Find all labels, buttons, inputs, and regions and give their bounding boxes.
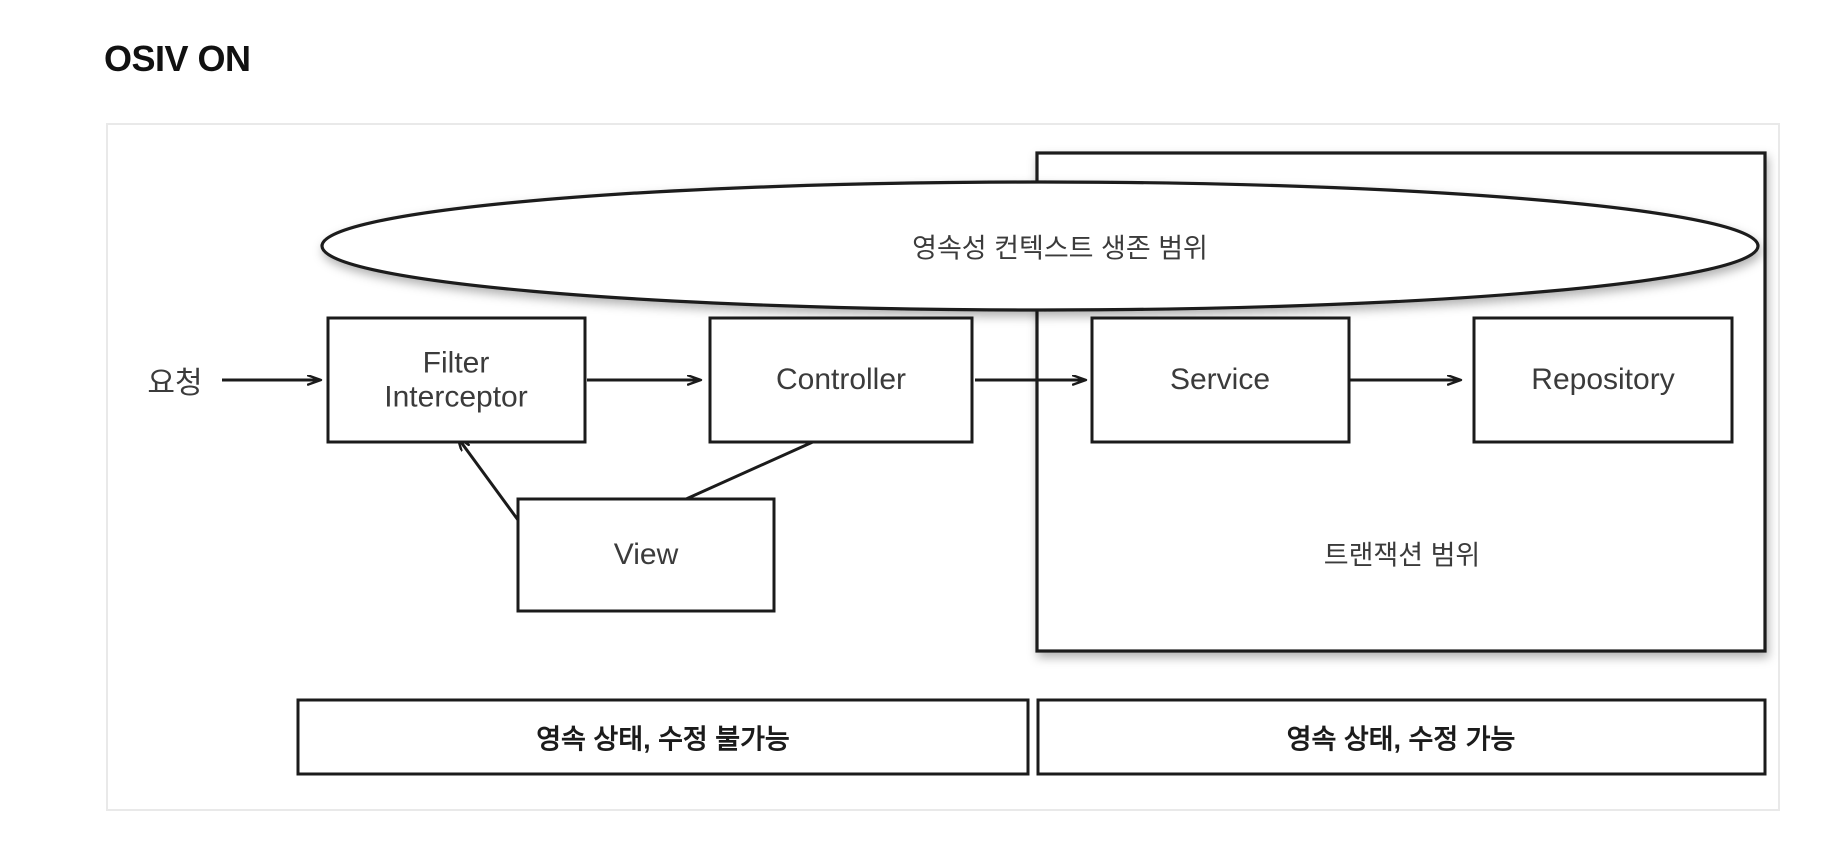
status-bar-box-right [1036,698,1767,776]
transaction-scope-label: 트랜잭션 범위 [1323,540,1481,571]
node-label-filter-line1: Filter [422,346,490,380]
node-box-view [516,497,776,613]
node-box-repository [1472,316,1734,444]
node-label-view: View [613,538,679,572]
node-boxes [326,316,1734,613]
node-label-filter-line2: Interceptor [384,380,528,413]
status-bar-label-left: 영속 상태, 수정 불가능 [536,724,790,755]
status-bar-box-left [296,698,1030,776]
node-box-filter [326,316,587,444]
node-label-filter: Filter Interceptor [384,346,527,413]
node-label-controller: Controller [775,363,907,397]
arrow-view-to-interceptor [458,438,520,521]
node-box-controller [708,316,974,444]
status-bar-boxes [296,698,1767,776]
persistence-scope-ellipse [320,180,1760,312]
page-title: OSIV ON [104,38,251,79]
node-box-service [1090,316,1351,444]
node-label-service: Service [1169,363,1271,397]
status-bar-label-right: 영속 상태, 수정 가능 [1286,724,1516,755]
node-label-repository: Repository [1531,363,1675,397]
request-label: 요청 [147,367,203,400]
persistence-scope-label: 영속성 컨텍스트 생존 범위 [912,233,1208,264]
